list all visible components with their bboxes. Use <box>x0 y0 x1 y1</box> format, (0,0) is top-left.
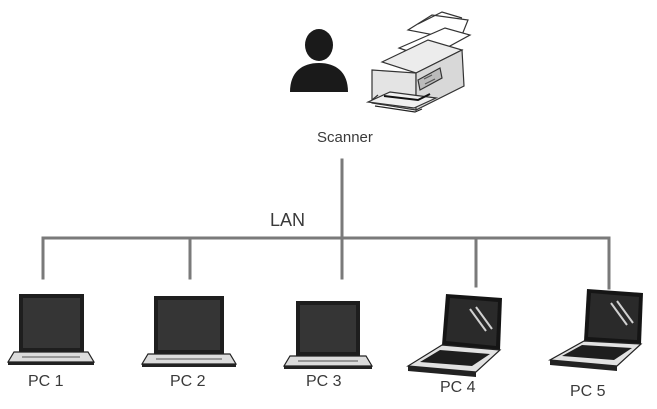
lan-label: LAN <box>270 210 306 230</box>
lan-connection-lines <box>41 158 611 290</box>
person-icon <box>290 29 348 92</box>
pc2-computer-icon <box>140 296 238 367</box>
pc3-computer-icon <box>282 301 374 369</box>
pc1-computer-icon <box>6 294 96 365</box>
pc4-laptop-icon <box>406 294 502 377</box>
pc2-label: PC 2 <box>170 373 206 390</box>
scanner-icon <box>365 11 472 113</box>
pc4-label: PC 4 <box>440 379 476 396</box>
pc1-label: PC 1 <box>28 373 64 390</box>
pc5-label: PC 5 <box>570 383 606 400</box>
pc3-label: PC 3 <box>306 373 342 390</box>
pc5-laptop-icon <box>548 289 643 371</box>
scanner-label: Scanner <box>317 129 373 146</box>
